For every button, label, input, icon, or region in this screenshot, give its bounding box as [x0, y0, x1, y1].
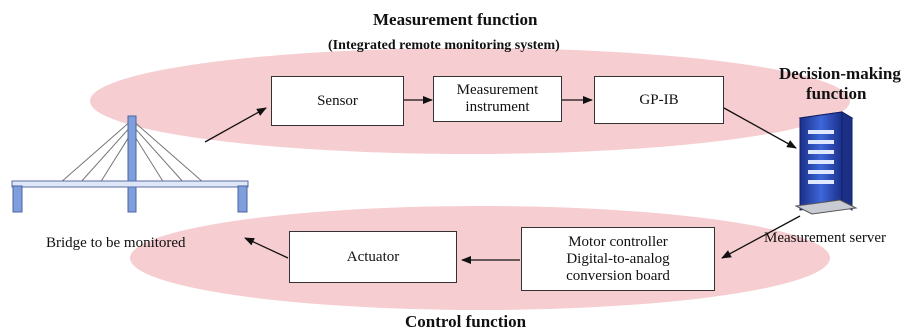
- measurement-server-label: Measurement server: [764, 230, 887, 246]
- arrow-gpib-to-server: [723, 107, 797, 149]
- decision-function-title: function: [806, 84, 867, 103]
- control-function-title: Control function: [405, 312, 527, 331]
- actuator-label: Actuator: [346, 248, 400, 265]
- motor-label-line3: conversion board: [566, 267, 670, 284]
- instrument-label-line1: Measurement: [456, 82, 539, 98]
- arrow-server-to-motor: [721, 215, 801, 259]
- measurement-instrument-box: Measurement instrument: [433, 76, 562, 122]
- bridge-icon: [11, 115, 249, 213]
- gpib-label: GP-IB: [639, 91, 679, 108]
- motor-controller-box: Motor controller Digital-to-analog conve…: [521, 227, 715, 291]
- measurement-function-title: Measurement function: [373, 10, 538, 29]
- motor-label-line2: Digital-to-analog: [566, 250, 670, 267]
- decision-making-title: Decision-making: [779, 64, 901, 83]
- sensor-box: Sensor: [271, 76, 404, 126]
- instrument-label-line2: instrument: [465, 99, 530, 115]
- monitoring-system-subtitle: (Integrated remote monitoring system): [328, 38, 560, 53]
- gpib-box: GP-IB: [594, 76, 724, 124]
- control-ellipse: [130, 206, 830, 310]
- bridge-label: Bridge to be monitored: [46, 235, 186, 251]
- actuator-box: Actuator: [289, 231, 457, 283]
- arrow-actuator-to-bridge: [244, 237, 289, 259]
- sensor-label: Sensor: [317, 92, 358, 109]
- server-icon: [794, 111, 858, 215]
- motor-label-line1: Motor controller: [568, 233, 668, 250]
- flow-arrows: [204, 96, 801, 264]
- arrow-bridge-to-sensor: [204, 107, 267, 143]
